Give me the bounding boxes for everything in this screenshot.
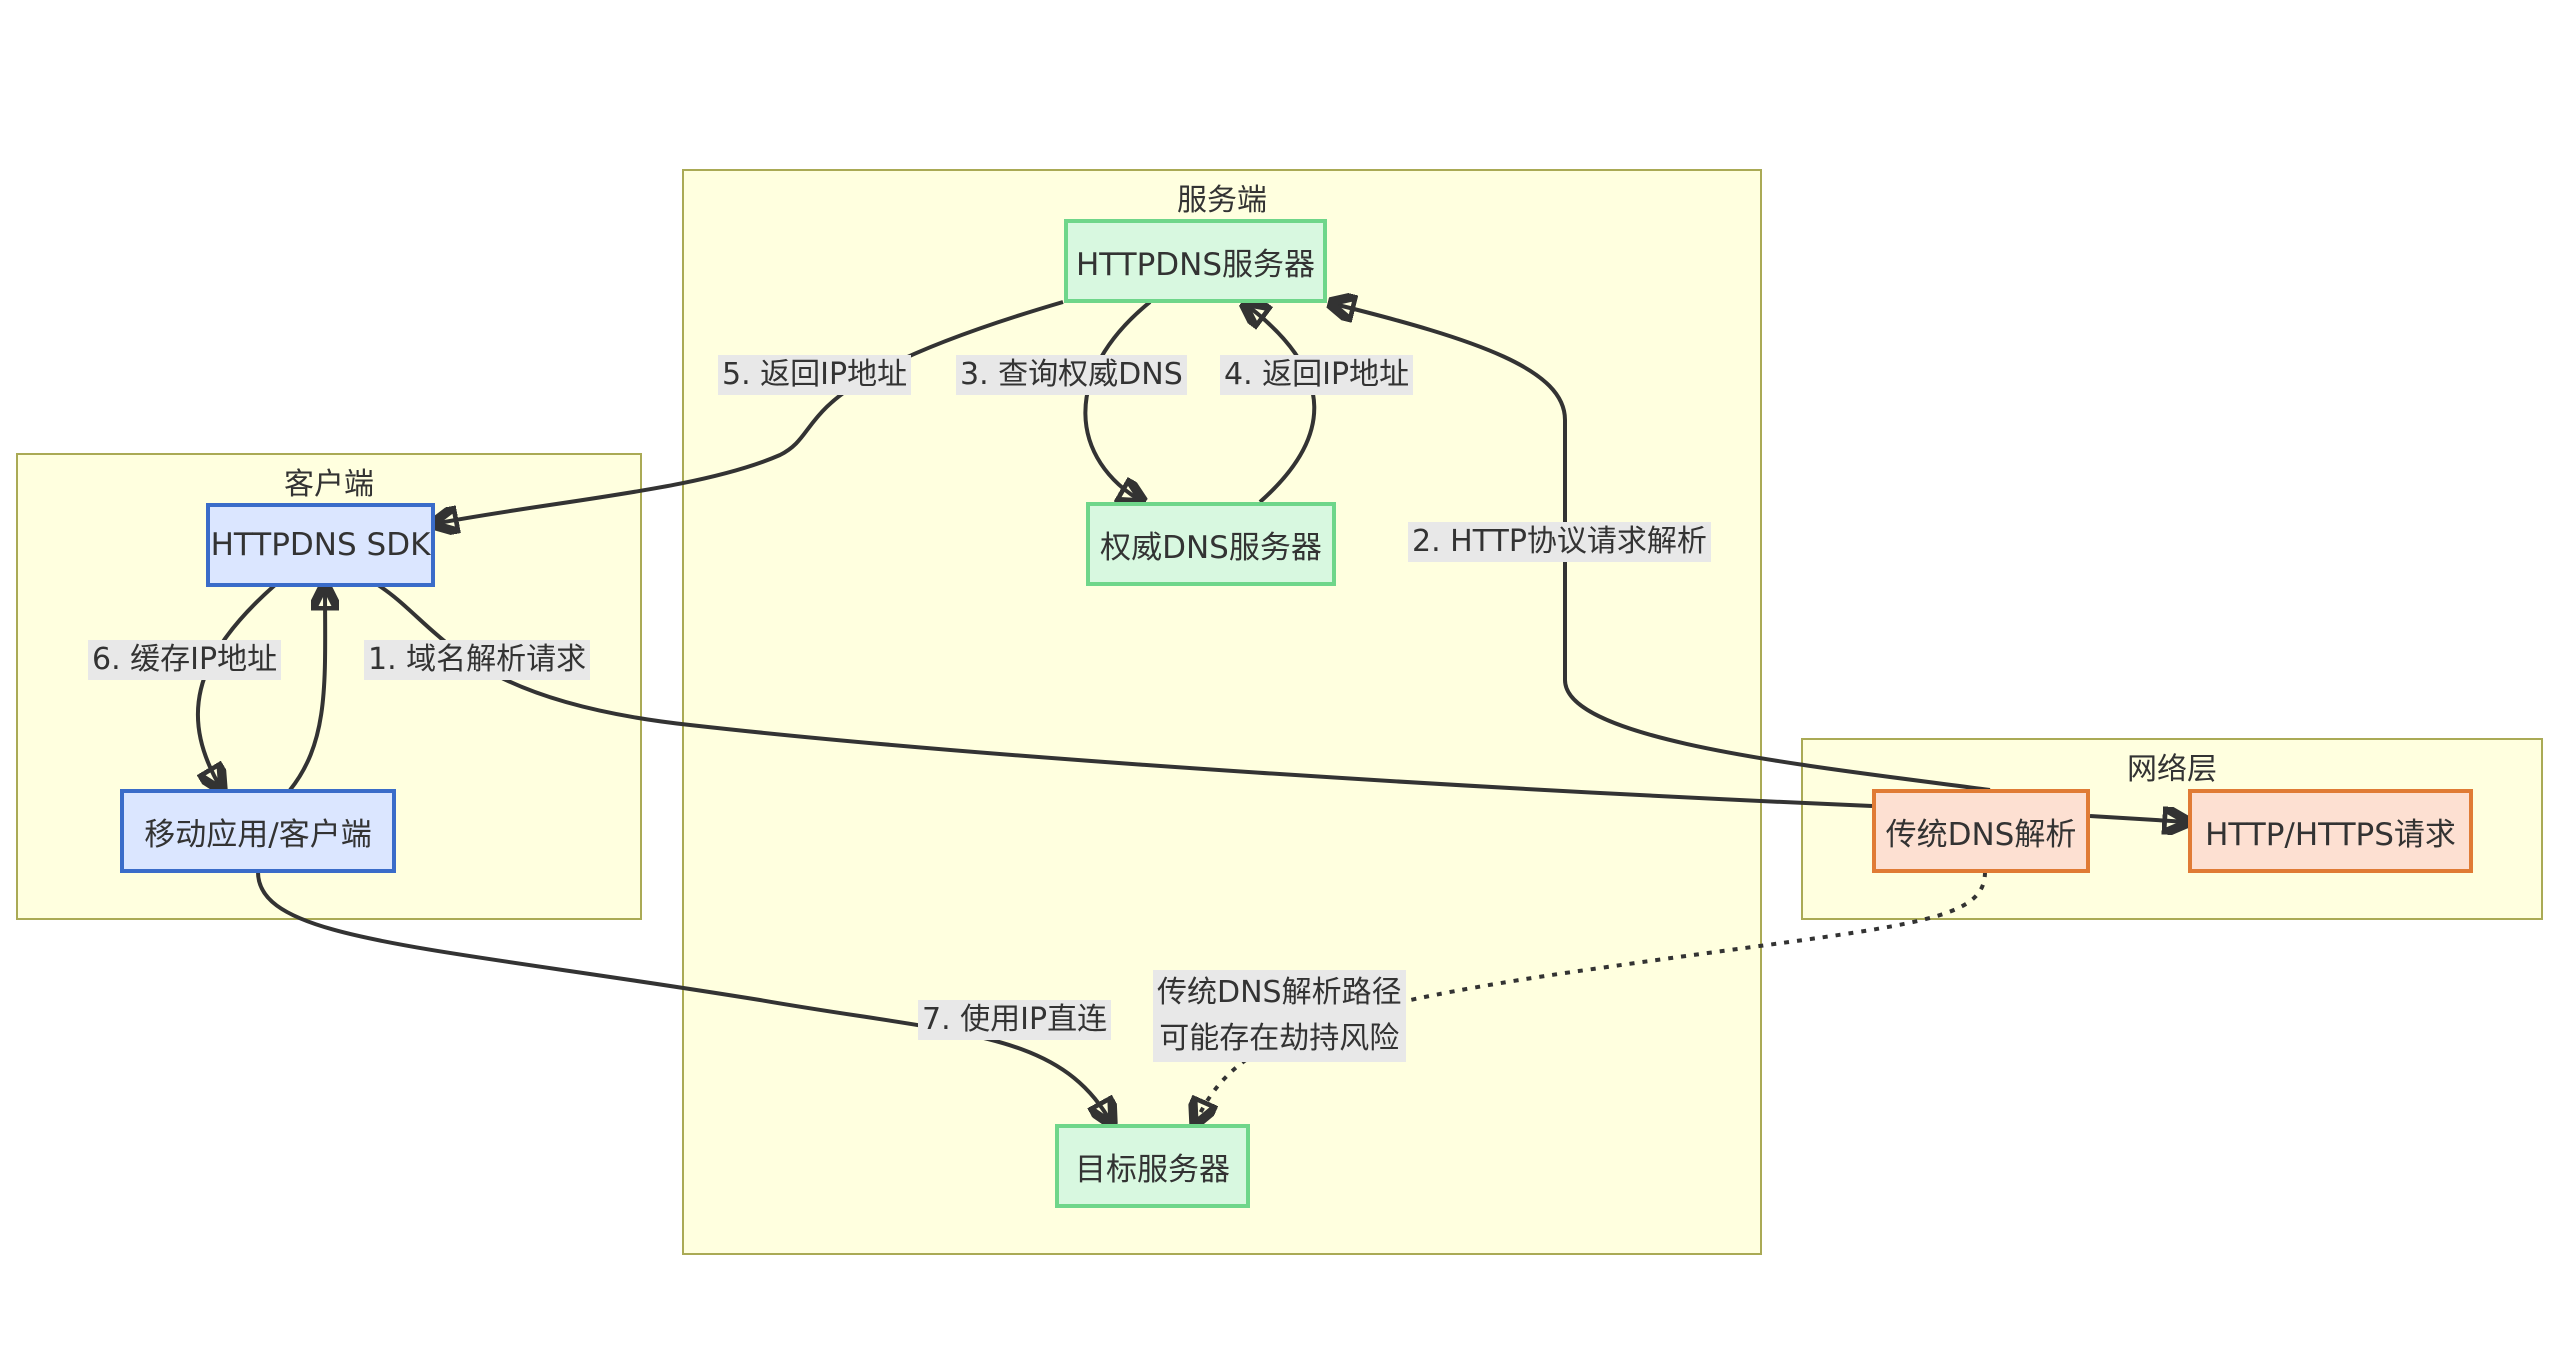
edge-label-8-line2: 可能存在劫持风险: [1159, 1021, 1400, 1056]
edge-1-sdk-to-traditional-dns: [376, 583, 1873, 808]
edge-2-to-httpdns-server: [1330, 303, 1991, 792]
edge-label-5: 5. 返回IP地址: [718, 355, 912, 395]
node-mobile-app[interactable]: 移动应用/客户端: [120, 789, 396, 873]
edge-4-auth-dns-to-httpdns: [1244, 303, 1317, 504]
node-auth-dns-server[interactable]: 权威DNS服务器: [1086, 502, 1336, 586]
cluster-client-title: 客户端: [284, 467, 374, 502]
cluster-server: 服务端: [682, 169, 1762, 1255]
edge-traditional-dns-to-http-request: [2089, 816, 2188, 822]
edge-label-7: 7. 使用IP直连: [918, 1000, 1112, 1040]
node-target-server[interactable]: 目标服务器: [1055, 1124, 1250, 1208]
edge-label-3: 3. 查询权威DNS: [956, 355, 1187, 395]
edge-3-httpdns-to-auth-dns: [1083, 300, 1150, 502]
cluster-server-title: 服务端: [1177, 183, 1267, 218]
node-traditional-dns[interactable]: 传统DNS解析: [1872, 789, 2090, 873]
edge-6-sdk-to-app: [195, 583, 277, 790]
edge-7-app-to-target: [256, 871, 1112, 1124]
node-httpdns-server[interactable]: HTTPDNS服务器: [1064, 219, 1327, 303]
cluster-network-title: 网络层: [2127, 752, 2217, 787]
node-http-request[interactable]: HTTP/HTTPS请求: [2188, 789, 2473, 873]
edge-label-6: 6. 缓存IP地址: [88, 640, 282, 680]
edge-label-8: 传统DNS解析路径 可能存在劫持风险: [1153, 970, 1406, 1062]
node-httpdns-sdk[interactable]: HTTPDNS SDK: [206, 503, 435, 587]
edge-label-4: 4. 返回IP地址: [1220, 355, 1414, 395]
edge-label-8-line1: 传统DNS解析路径: [1157, 975, 1402, 1010]
edge-label-1: 1. 域名解析请求: [364, 640, 591, 680]
edge-label-2: 2. HTTP协议请求解析: [1408, 522, 1711, 562]
edge-app-to-sdk: [288, 585, 325, 792]
edge-5-httpdns-to-sdk: [433, 300, 1064, 524]
